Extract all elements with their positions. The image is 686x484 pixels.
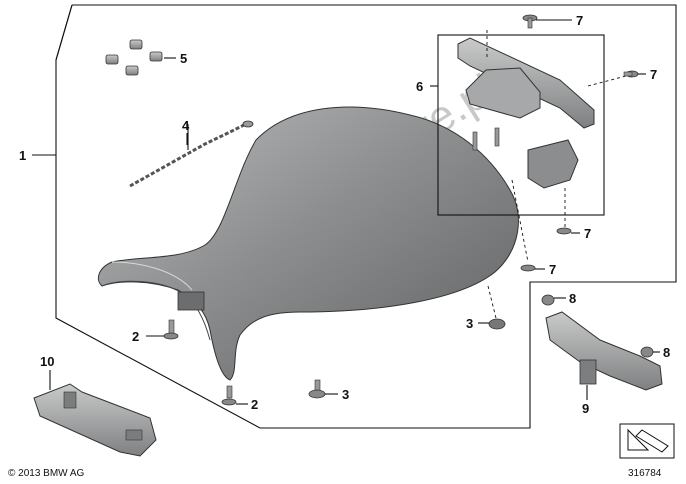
callout-6: 6 — [416, 79, 423, 94]
callout-7-bottom: 7 — [549, 262, 556, 277]
screw-7-mid[interactable] — [556, 227, 572, 235]
screw-3-right[interactable] — [488, 318, 506, 330]
screw-7-top[interactable] — [522, 14, 538, 29]
assembly-frame — [55, 4, 677, 429]
screw-2-upper[interactable] — [163, 319, 179, 340]
bracket-part-9[interactable] — [541, 294, 663, 391]
callout-8-top: 8 — [569, 291, 576, 306]
callout-9: 9 — [582, 401, 589, 416]
callout-4: 4 — [182, 118, 190, 133]
callout-7-mid: 7 — [584, 226, 591, 241]
callout-3-bottom: 3 — [342, 387, 349, 402]
cable-part-4[interactable] — [129, 120, 254, 188]
callout-10: 10 — [40, 354, 54, 369]
inset-frame-6 — [437, 34, 605, 216]
diagram-id: 316784 — [628, 468, 662, 479]
assembly-frame-left-top — [55, 4, 73, 61]
callout-7-right: 7 — [650, 67, 657, 82]
callout-1: 1 — [19, 148, 26, 163]
screw-7-bottom[interactable] — [520, 264, 536, 272]
callout-7-top: 7 — [576, 13, 583, 28]
callout-3-right: 3 — [466, 316, 473, 331]
callout-5: 5 — [180, 51, 187, 66]
callout-2-lower: 2 — [251, 397, 258, 412]
callout-2-upper: 2 — [132, 329, 139, 344]
screw-2-lower[interactable] — [221, 385, 237, 406]
view-direction-arrow-icon — [619, 423, 675, 459]
screw-7-right[interactable] — [623, 70, 639, 78]
seat-part[interactable] — [97, 106, 519, 381]
clips-part-5[interactable] — [105, 39, 163, 76]
copyright: © 2013 BMW AG — [8, 468, 85, 479]
callout-8-right: 8 — [663, 345, 670, 360]
bracket-part-10[interactable] — [33, 383, 157, 457]
screw-3-bottom[interactable] — [308, 379, 326, 399]
handle-part-6[interactable] — [457, 37, 595, 189]
